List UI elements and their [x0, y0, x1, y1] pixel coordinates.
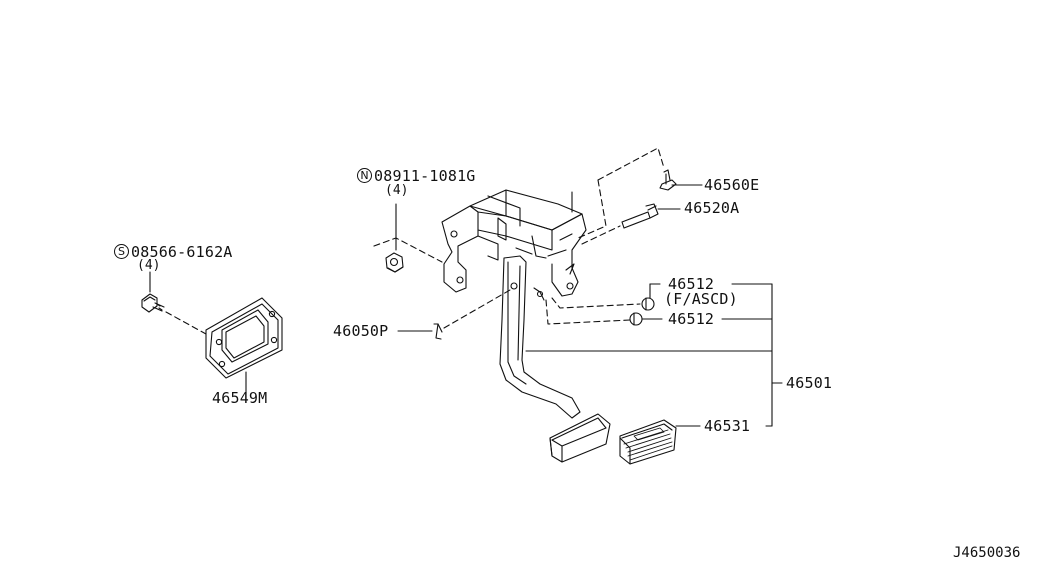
bolt-quantity: (4) — [137, 258, 161, 273]
spacer-part-number: 46549M — [212, 389, 268, 407]
pedal-pad-mounted — [549, 413, 611, 463]
bolt-08566 — [141, 271, 207, 335]
pedal-assembly-part-number: 46501 — [786, 374, 833, 392]
pedal-bracket — [441, 189, 587, 297]
bolt-part-number: 08566-6162A — [131, 243, 233, 261]
clip-pin-part-number: 46050P — [333, 322, 389, 340]
bolt-prefix-circle: S — [114, 244, 129, 259]
assembly-brace — [525, 283, 783, 427]
clip-pin-46050P — [397, 289, 511, 340]
bushing-ascd-part-number: 46512 — [668, 275, 715, 293]
pivot-bolt-46520A — [581, 203, 681, 245]
pedal-pad-part-number: 46531 — [704, 417, 751, 435]
pivot-bolt-part-number: 46520A — [684, 199, 740, 217]
nut-part-number: 08911-1081G — [374, 167, 476, 185]
nut-08911 — [373, 203, 443, 273]
bushing-46512-ascd — [551, 283, 661, 311]
bushing-part-number: 46512 — [668, 310, 715, 328]
nut-quantity: (4) — [385, 183, 409, 198]
pedal-arm — [499, 255, 581, 419]
diagram-reference-code: J4650036 — [953, 545, 1021, 561]
pedal-pad-46531 — [619, 419, 677, 465]
nut-prefix-circle: N — [357, 168, 372, 183]
bushing-ascd-note: (F/ASCD) — [664, 290, 738, 308]
spacer-plate — [205, 297, 283, 393]
screw-46560E — [577, 147, 703, 239]
bushing-46512 — [545, 299, 663, 326]
screw-part-number: 46560E — [704, 176, 760, 194]
